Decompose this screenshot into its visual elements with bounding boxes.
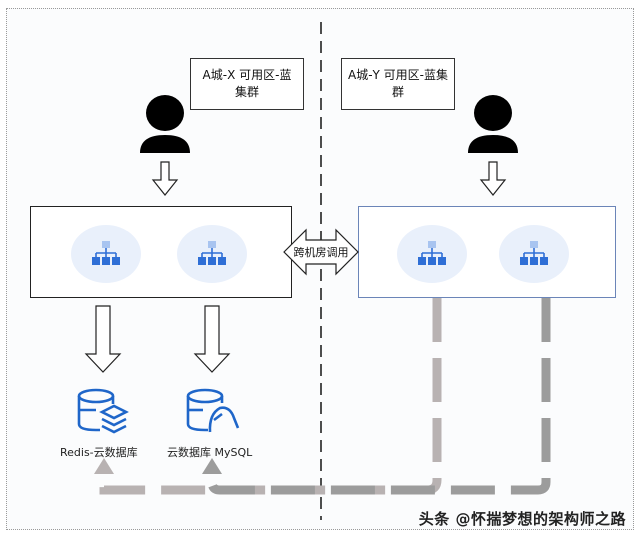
user-icon <box>468 95 518 153</box>
service-node <box>397 225 467 283</box>
down-arrow-icon <box>193 305 231 373</box>
zone-y-label: A城-Y 可用区-蓝集群 <box>341 58 455 110</box>
down-arrow-icon <box>84 305 122 373</box>
user-icon <box>140 95 190 153</box>
cross-room-call-arrow <box>283 228 359 276</box>
mysql-db-label: 云数据库 MySQL <box>167 446 253 459</box>
network-hierarchy-icon <box>92 241 120 265</box>
arrowhead <box>94 458 114 474</box>
database-dolphin-icon <box>186 388 240 433</box>
cluster-zone-y <box>358 206 616 298</box>
network-hierarchy-icon <box>520 241 548 265</box>
service-node <box>177 225 247 283</box>
replication-path-mysql <box>202 298 551 495</box>
service-node <box>499 225 569 283</box>
down-arrow-icon <box>151 161 179 196</box>
replication-path-redis <box>94 298 442 495</box>
redis-db-label: Redis-云数据库 <box>60 446 138 459</box>
network-hierarchy-icon <box>418 241 446 265</box>
cluster-zone-x <box>30 206 292 298</box>
service-node <box>71 225 141 283</box>
zone-x-label: A城-X 可用区-蓝集群 <box>190 58 304 110</box>
database-layers-icon <box>77 388 129 434</box>
down-arrow-icon <box>479 161 507 196</box>
network-hierarchy-icon <box>198 241 226 265</box>
watermark: 头条 @怀揣梦想的架构师之路 <box>418 510 626 528</box>
arrowhead <box>202 458 222 474</box>
cross-room-call-label: 跨机房调用 <box>294 245 349 259</box>
